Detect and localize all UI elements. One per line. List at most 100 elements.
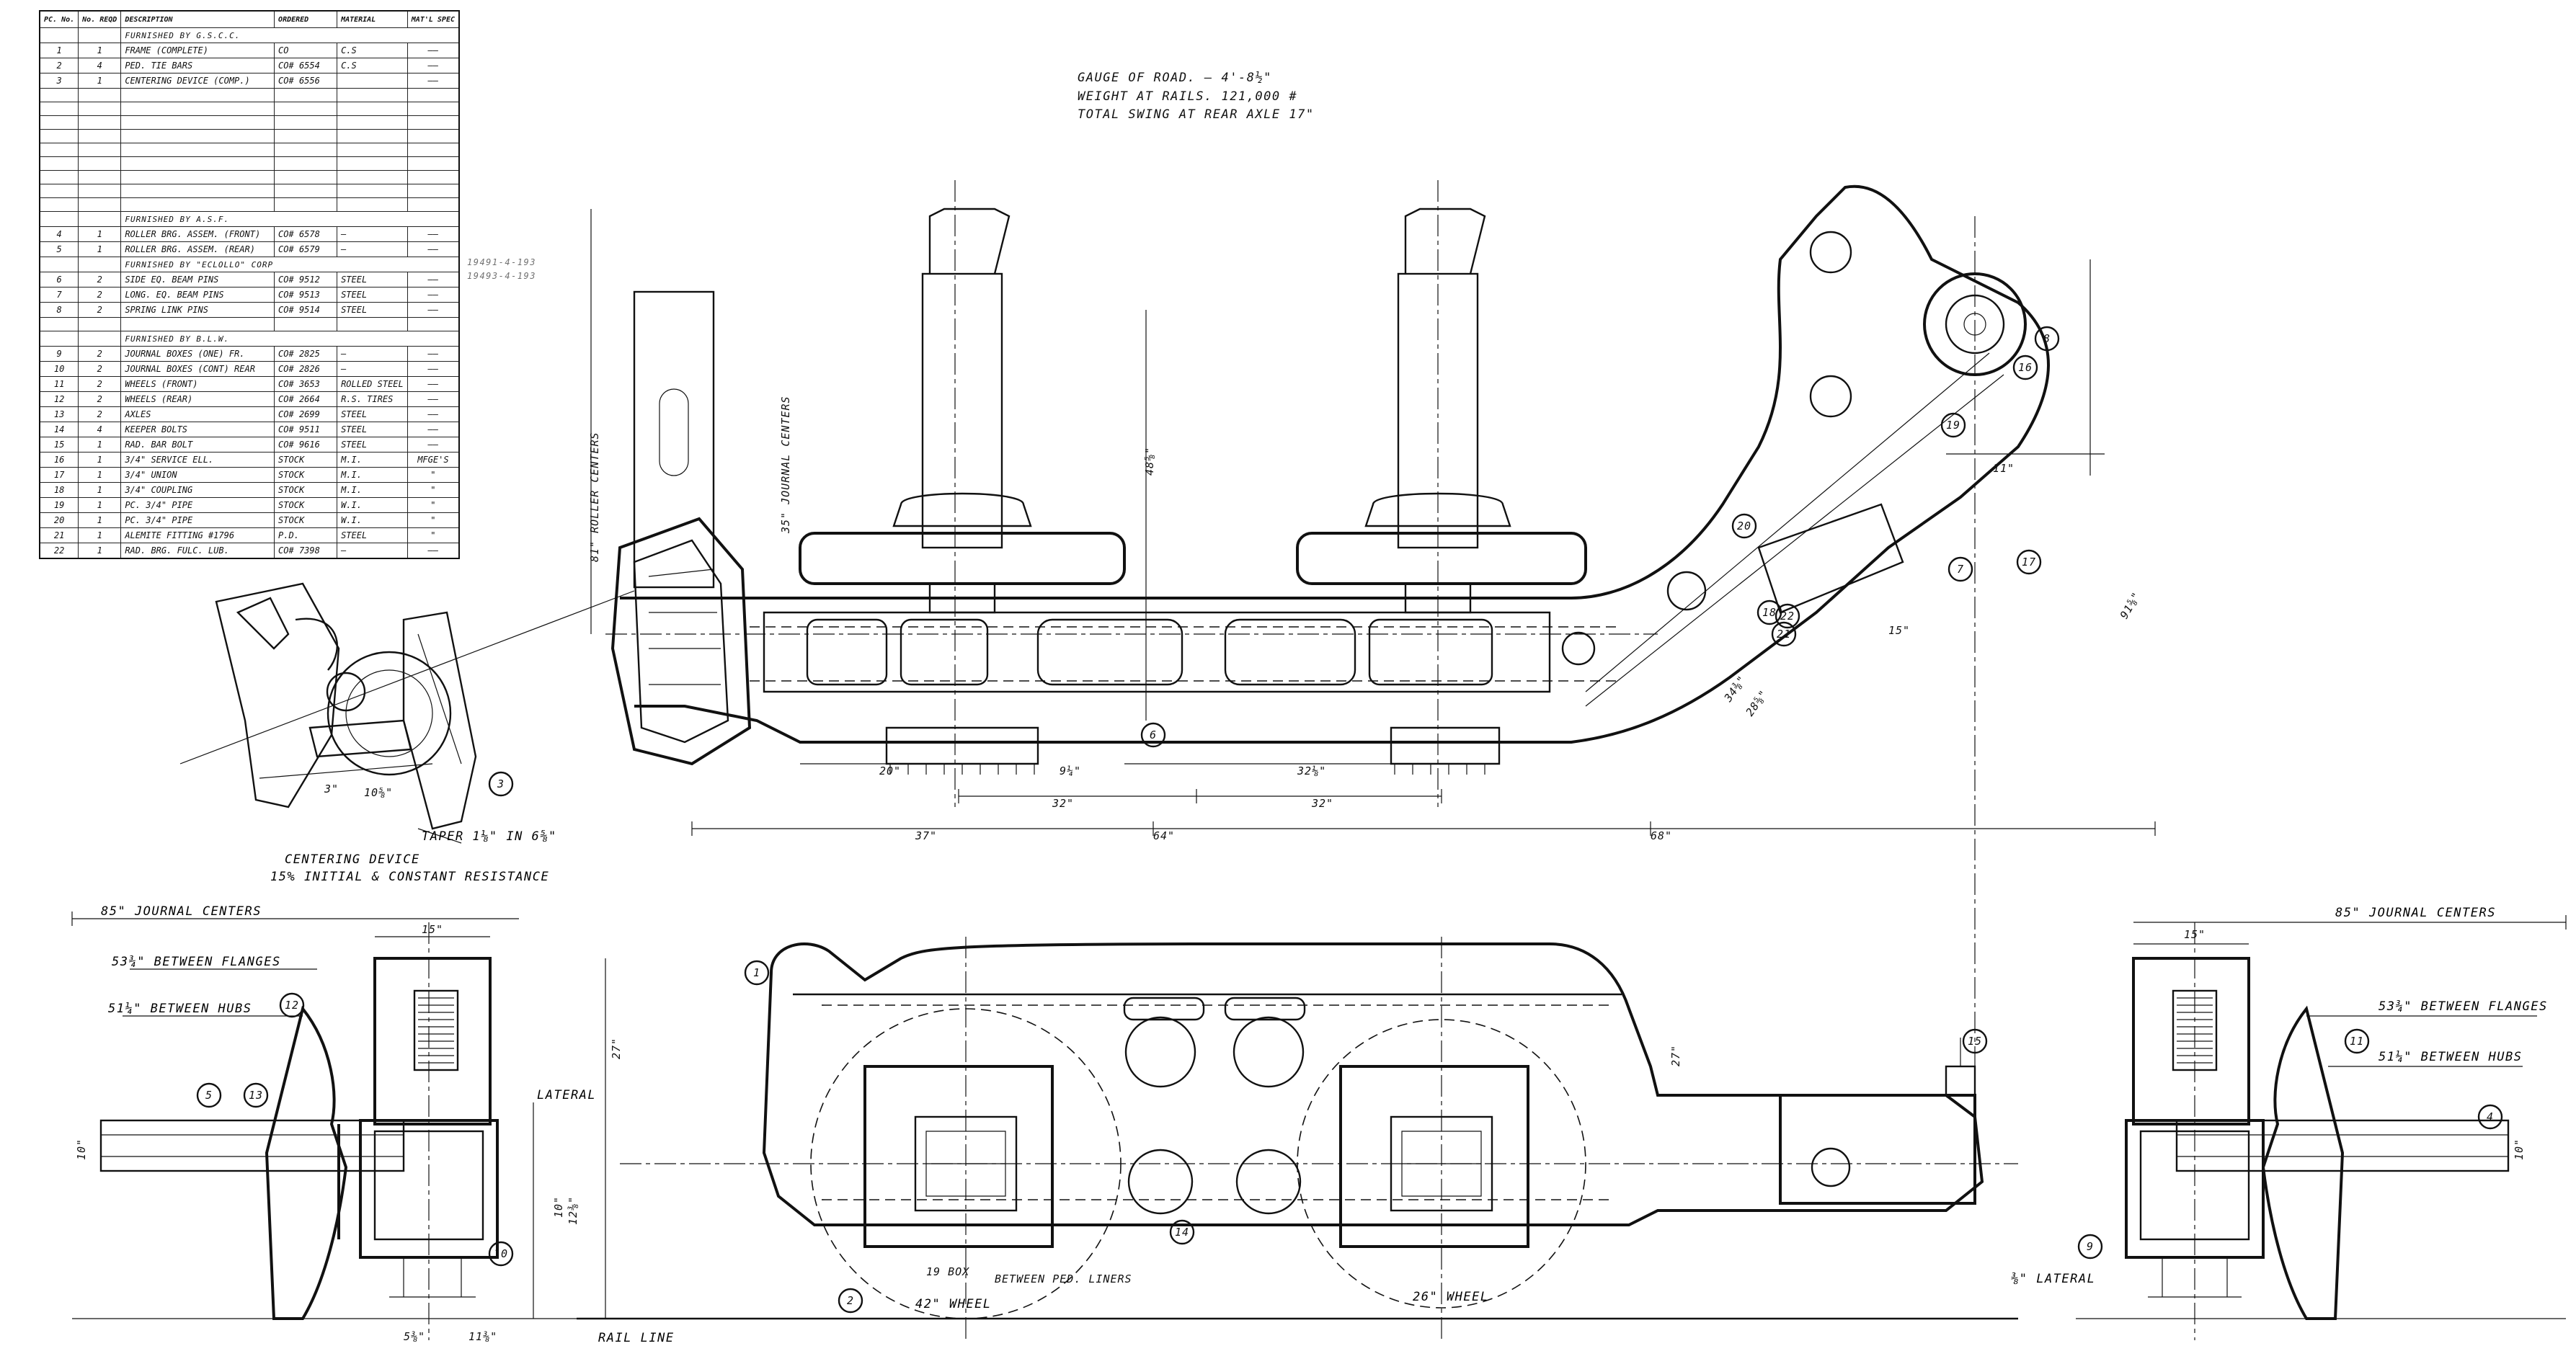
- description: SPRING LINK PINS: [120, 302, 275, 318]
- general-notes: GAUGE OF ROAD. — 4'-8½" WEIGHT AT RAILS.…: [1078, 69, 1315, 125]
- side-dim-10: 10": [552, 1196, 565, 1218]
- callout-6: 6: [1140, 722, 1166, 748]
- ordered: CO# 6554: [274, 58, 338, 73]
- svg-text:19: 19: [1946, 419, 1960, 432]
- callout-8: 8: [2034, 326, 2060, 352]
- description: LONG. EQ. BEAM PINS: [120, 287, 275, 303]
- callout-9: 9: [2077, 1234, 2103, 1260]
- roller-centers-dim: 81" ROLLER CENTERS: [588, 432, 601, 562]
- svg-text:11: 11: [2350, 1035, 2364, 1048]
- material: —: [337, 346, 408, 362]
- callout-12: 12: [279, 992, 305, 1018]
- ordered: CO# 2826: [274, 361, 338, 377]
- parts-table-header: PC. No. No. REQD DESCRIPTION ORDERED MAT…: [39, 10, 460, 28]
- material-spec: ——: [407, 43, 460, 58]
- callout-18: 18: [1756, 599, 1782, 625]
- left-lateral-label: LATERAL: [537, 1088, 596, 1102]
- material-spec: MFGE'S: [407, 452, 460, 468]
- centering-device-detail: 3" 10⅝" TAPER 1⅛" IN 6⅝" CENTERING DEVIC…: [179, 582, 635, 884]
- centering-device-title: CENTERING DEVICE: [285, 852, 420, 867]
- description: WHEELS (REAR): [120, 391, 275, 407]
- dim-32b: 32": [1311, 797, 1333, 810]
- pc-number: 16: [39, 452, 79, 468]
- callout-11: 11: [2344, 1028, 2370, 1054]
- svg-text:13: 13: [249, 1089, 263, 1102]
- swing-note: TOTAL SWING AT REAR AXLE 17": [1078, 107, 1315, 122]
- material-spec: ——: [407, 346, 460, 362]
- pencil-notes: 19491-4-193 19493-4-193: [467, 256, 536, 283]
- ordered: CO# 9511: [274, 422, 338, 437]
- pencil-note-a: 19491-4-193: [467, 257, 536, 267]
- right-journal-centers-dim: 85" JOURNAL CENTERS: [2335, 906, 2496, 920]
- description: WHEELS (FRONT): [120, 376, 275, 392]
- description: 3/4" SERVICE ELL.: [120, 452, 275, 468]
- callout-3: 3: [488, 771, 514, 797]
- right-dim-15: 15": [2184, 928, 2206, 941]
- callout-19: 19: [1940, 412, 1966, 438]
- parts-blank-row: [39, 197, 460, 212]
- wheel-42-dim: 42" WHEEL: [915, 1297, 992, 1311]
- callout-10: 10: [488, 1241, 514, 1267]
- material-spec: ": [407, 527, 460, 543]
- callout-4: 4: [2477, 1104, 2503, 1130]
- callout-2: 2: [838, 1288, 863, 1314]
- svg-text:7: 7: [1957, 563, 1964, 576]
- dim-11: 11": [1993, 462, 2015, 475]
- ordered: CO# 2825: [274, 346, 338, 362]
- material: —: [337, 543, 408, 559]
- description: 3/4" UNION: [120, 467, 275, 483]
- svg-text:10⅝": 10⅝": [364, 786, 393, 799]
- material: STEEL: [337, 437, 408, 453]
- description: CENTERING DEVICE (COMP.): [120, 73, 275, 89]
- rear-wheelset-plan: [1296, 208, 1587, 775]
- front-wheelset-plan: [799, 208, 1126, 775]
- callout-15: 15: [1962, 1028, 1988, 1054]
- svg-text:14: 14: [1175, 1226, 1189, 1239]
- svg-text:17: 17: [2022, 556, 2036, 569]
- svg-text:5: 5: [205, 1089, 213, 1102]
- side-dim-27b: 27": [1669, 1045, 1682, 1066]
- dim-15: 15": [1888, 624, 1910, 637]
- svg-text:3: 3: [497, 777, 505, 790]
- svg-text:6: 6: [1150, 728, 1157, 741]
- dim-20: 20": [879, 765, 901, 777]
- left-journal-centers-dim: 85" JOURNAL CENTERS: [101, 904, 262, 919]
- qty-required: 1: [78, 527, 122, 543]
- svg-text:22: 22: [1780, 610, 1795, 623]
- gauge-note: GAUGE OF ROAD. — 4'-8½": [1078, 71, 1272, 85]
- material-spec: ——: [407, 287, 460, 303]
- dim-34: 34⅜": [1721, 673, 1749, 705]
- left-dim-5: 5⅜": [404, 1330, 425, 1343]
- svg-text:9: 9: [2087, 1240, 2094, 1253]
- svg-text:2: 2: [847, 1294, 854, 1307]
- parts-list-table: PC. No. No. REQD DESCRIPTION ORDERED MAT…: [39, 10, 460, 559]
- material: STEEL: [337, 302, 408, 318]
- pencil-note-b: 19493-4-193: [467, 271, 536, 282]
- material-spec: ——: [407, 391, 460, 407]
- svg-text:10: 10: [494, 1247, 508, 1260]
- rear-axle-section: 85" JOURNAL CENTERS 53¾" BETWEEN FLANGES…: [2011, 906, 2567, 1340]
- pc-number: 12: [39, 391, 79, 407]
- material: C.S: [337, 58, 408, 73]
- parts-blank-row: [39, 143, 460, 157]
- ordered: CO: [274, 43, 338, 58]
- wheel-26-dim: 26" WHEEL: [1413, 1290, 1489, 1304]
- ordered: CO# 7398: [274, 543, 338, 559]
- left-dim-10: 10": [75, 1138, 88, 1160]
- right-lateral-label: ⅜" LATERAL: [2011, 1272, 2095, 1286]
- rail-line-label: RAIL LINE: [598, 1331, 675, 1345]
- parts-blank-row: [39, 170, 460, 184]
- dim-32a: 32": [1052, 797, 1074, 810]
- parts-blank-row: [39, 317, 460, 331]
- description: JOURNAL BOXES (CONT) REAR: [120, 361, 275, 377]
- material-spec: ——: [407, 543, 460, 559]
